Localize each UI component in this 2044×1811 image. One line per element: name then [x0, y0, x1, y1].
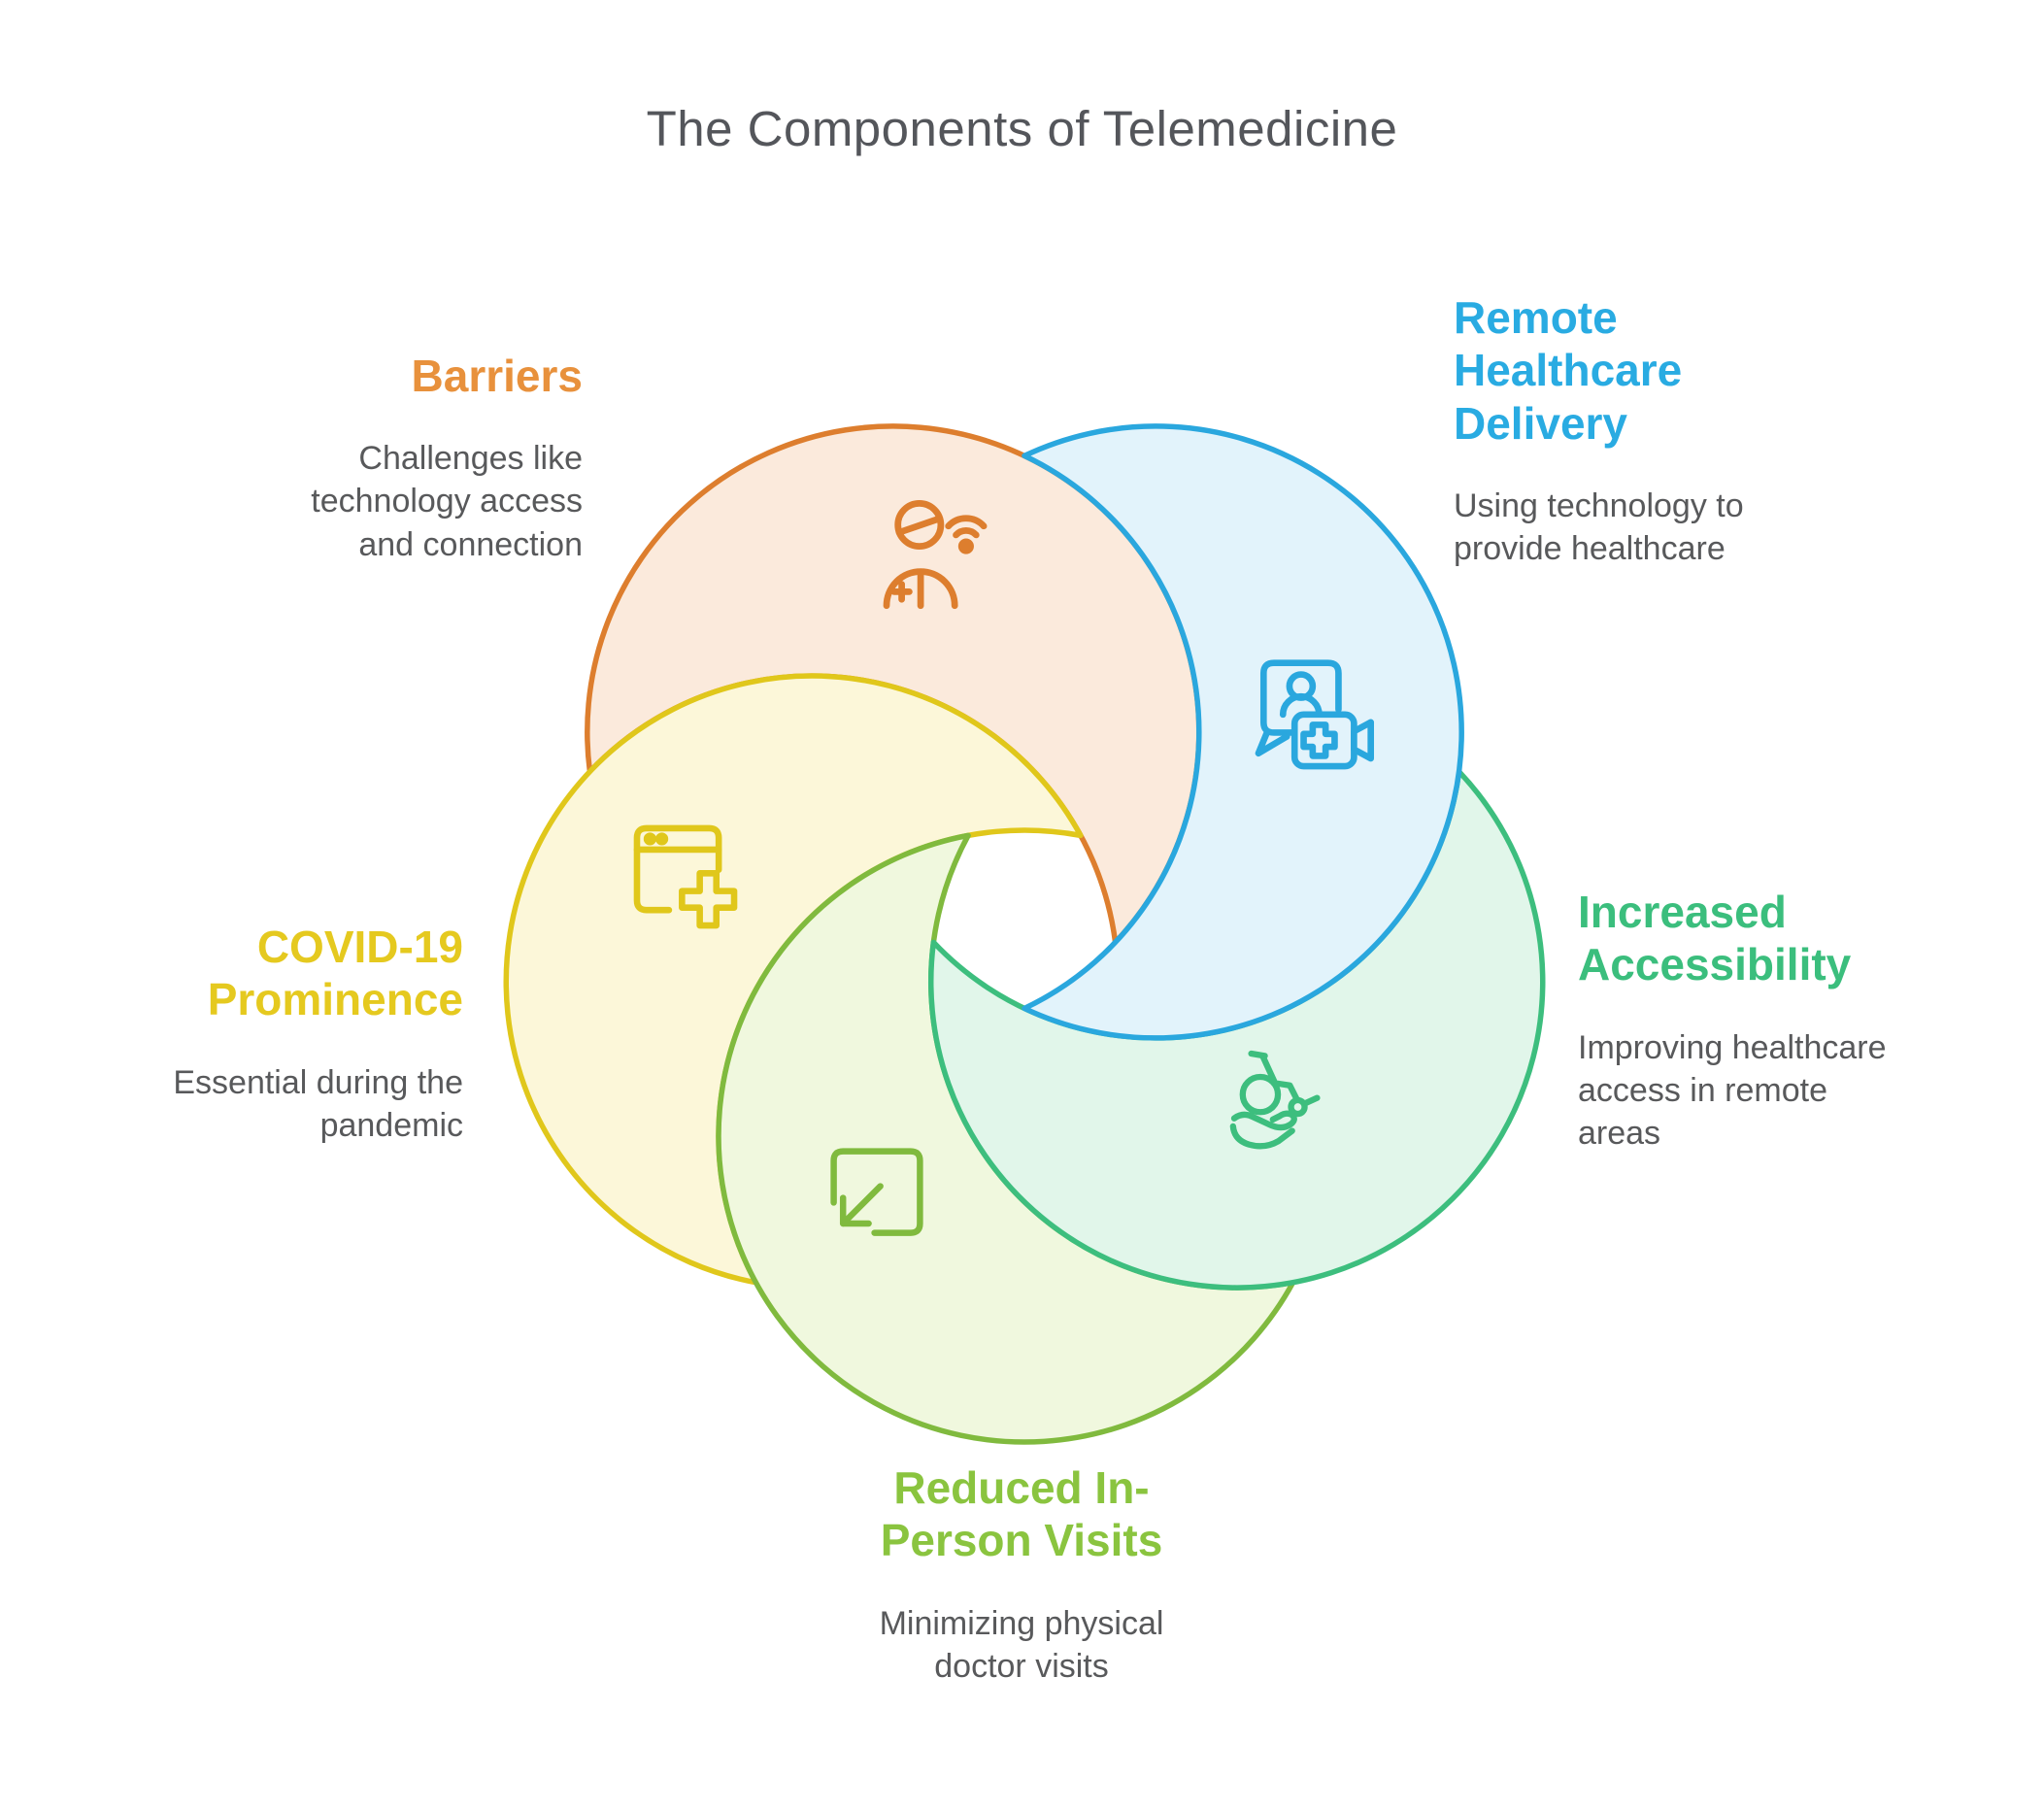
segment-label-barriers: Barriers Challenges like technology acce…	[272, 350, 583, 566]
segment-label-remote-healthcare-delivery: Remote Healthcare Delivery Using technol…	[1454, 291, 1774, 570]
segment-title-barriers: Barriers	[411, 351, 583, 401]
segment-shape-remote-healthcare-delivery	[1022, 423, 1464, 1041]
segment-label-covid-19-prominence: COVID-19 Prominence Essential during the…	[148, 921, 463, 1147]
shrink-arrow-icon	[830, 1148, 923, 1236]
segment-label-increased-accessibility: Increased Accessibility Improving health…	[1578, 886, 1903, 1155]
wheelchair-hand-icon	[1229, 1050, 1321, 1150]
medical-browser-icon	[633, 824, 738, 929]
segment-description-remote-healthcare-delivery: Using technology to provide healthcare	[1454, 486, 1744, 567]
segment-label-reduced-in-person-visits: Reduced In-Person Visits Minimizing phys…	[832, 1461, 1211, 1688]
segment-title-reduced-in-person-visits: Reduced In-Person Visits	[880, 1462, 1163, 1566]
patient-wifi-icon	[883, 500, 988, 610]
segment-description-increased-accessibility: Improving healthcare access in remote ar…	[1578, 1028, 1887, 1152]
segment-title-covid-19-prominence: COVID-19 Prominence	[207, 922, 463, 1025]
page-title: The Components of Telemedicine	[646, 101, 1398, 156]
segment-description-reduced-in-person-visits: Minimizing physical doctor visits	[879, 1604, 1164, 1685]
segment-description-covid-19-prominence: Essential during the pandemic	[173, 1063, 463, 1144]
segment-title-remote-healthcare-delivery: Remote Healthcare Delivery	[1454, 292, 1683, 449]
segment-description-barriers: Challenges like technology access and co…	[311, 440, 583, 563]
segment-title-increased-accessibility: Increased Accessibility	[1578, 887, 1852, 990]
telehealth-video-chat-icon	[1255, 659, 1375, 770]
